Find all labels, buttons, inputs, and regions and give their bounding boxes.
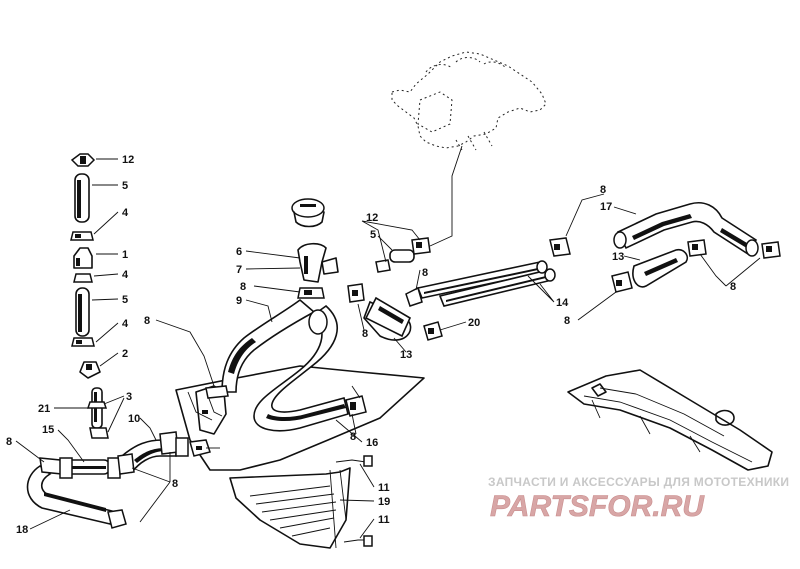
hose-17 [549, 202, 781, 293]
fasteners-11 [335, 455, 373, 547]
callout-4-upper: 4 [122, 207, 129, 219]
heat-exchanger-lower [175, 365, 425, 549]
callout-7: 7 [236, 264, 242, 276]
callout-10: 10 [128, 413, 140, 425]
callout-2: 2 [122, 348, 128, 360]
callout-8-centre: 8 [422, 267, 428, 279]
callout-5-lower: 5 [122, 294, 128, 306]
engine-outline [391, 51, 547, 151]
callout-8-right-bottom: 8 [564, 315, 570, 327]
callout-16: 16 [366, 437, 378, 449]
callout-5-bypass: 5 [370, 229, 376, 241]
callout-8-bottom-left: 8 [172, 478, 178, 490]
callout-19: 19 [378, 496, 390, 508]
watermark-logo: PARTSFOR.RU [490, 490, 705, 523]
callout-8-far-right: 8 [730, 281, 736, 293]
callout-13-right: 13 [612, 251, 624, 263]
callout-8-centre-lower: 8 [362, 328, 368, 340]
callout-4-lower: 4 [122, 318, 129, 330]
bypass-line [375, 145, 463, 273]
leader-lines [15, 158, 761, 539]
callout-12-bypass: 12 [366, 212, 378, 224]
callout-1: 1 [122, 249, 128, 261]
watermark-tagline: ЗАПЧАСТИ И АКСЕССУАРЫ ДЛЯ МОТОТЕХНИКИ [488, 475, 789, 489]
callout-6: 6 [236, 246, 242, 258]
callout-11-lower: 11 [378, 514, 390, 526]
callout-8-upper-right: 8 [600, 184, 606, 196]
vertical-vent-line [70, 153, 109, 439]
callout-20: 20 [468, 317, 480, 329]
callout-21: 21 [38, 403, 50, 415]
heat-exchanger-right [567, 369, 773, 471]
callout-8-far-left: 8 [6, 436, 12, 448]
watermark: ЗАПЧАСТИ И АКСЕССУАРЫ ДЛЯ МОТОТЕХНИКИ PA… [488, 475, 789, 523]
callout-8-neck: 8 [240, 281, 246, 293]
callout-15: 15 [42, 424, 54, 436]
callout-9: 9 [236, 295, 242, 307]
callout-12-top-left: 12 [122, 154, 134, 166]
filler-neck-assembly [205, 198, 339, 399]
callout-labels: 12 5 4 1 4 5 4 2 3 21 15 10 8 18 8 6 7 8… [6, 154, 736, 536]
callout-5-upper: 5 [122, 180, 128, 192]
hose-13-centre [347, 283, 443, 341]
callout-18: 18 [16, 524, 28, 536]
callout-11-upper: 11 [378, 482, 390, 494]
lower-left-hoses [26, 385, 227, 529]
callout-13-centre: 13 [400, 349, 412, 361]
callout-8-left-bracket: 8 [144, 315, 150, 327]
pipes-14 [405, 260, 556, 307]
callout-8-lower-hose: 8 [350, 431, 356, 443]
callout-17: 17 [600, 201, 612, 213]
callout-4-middle: 4 [122, 269, 129, 281]
hose-16 [253, 304, 367, 432]
callout-14: 14 [556, 297, 569, 309]
callout-3: 3 [126, 391, 132, 403]
